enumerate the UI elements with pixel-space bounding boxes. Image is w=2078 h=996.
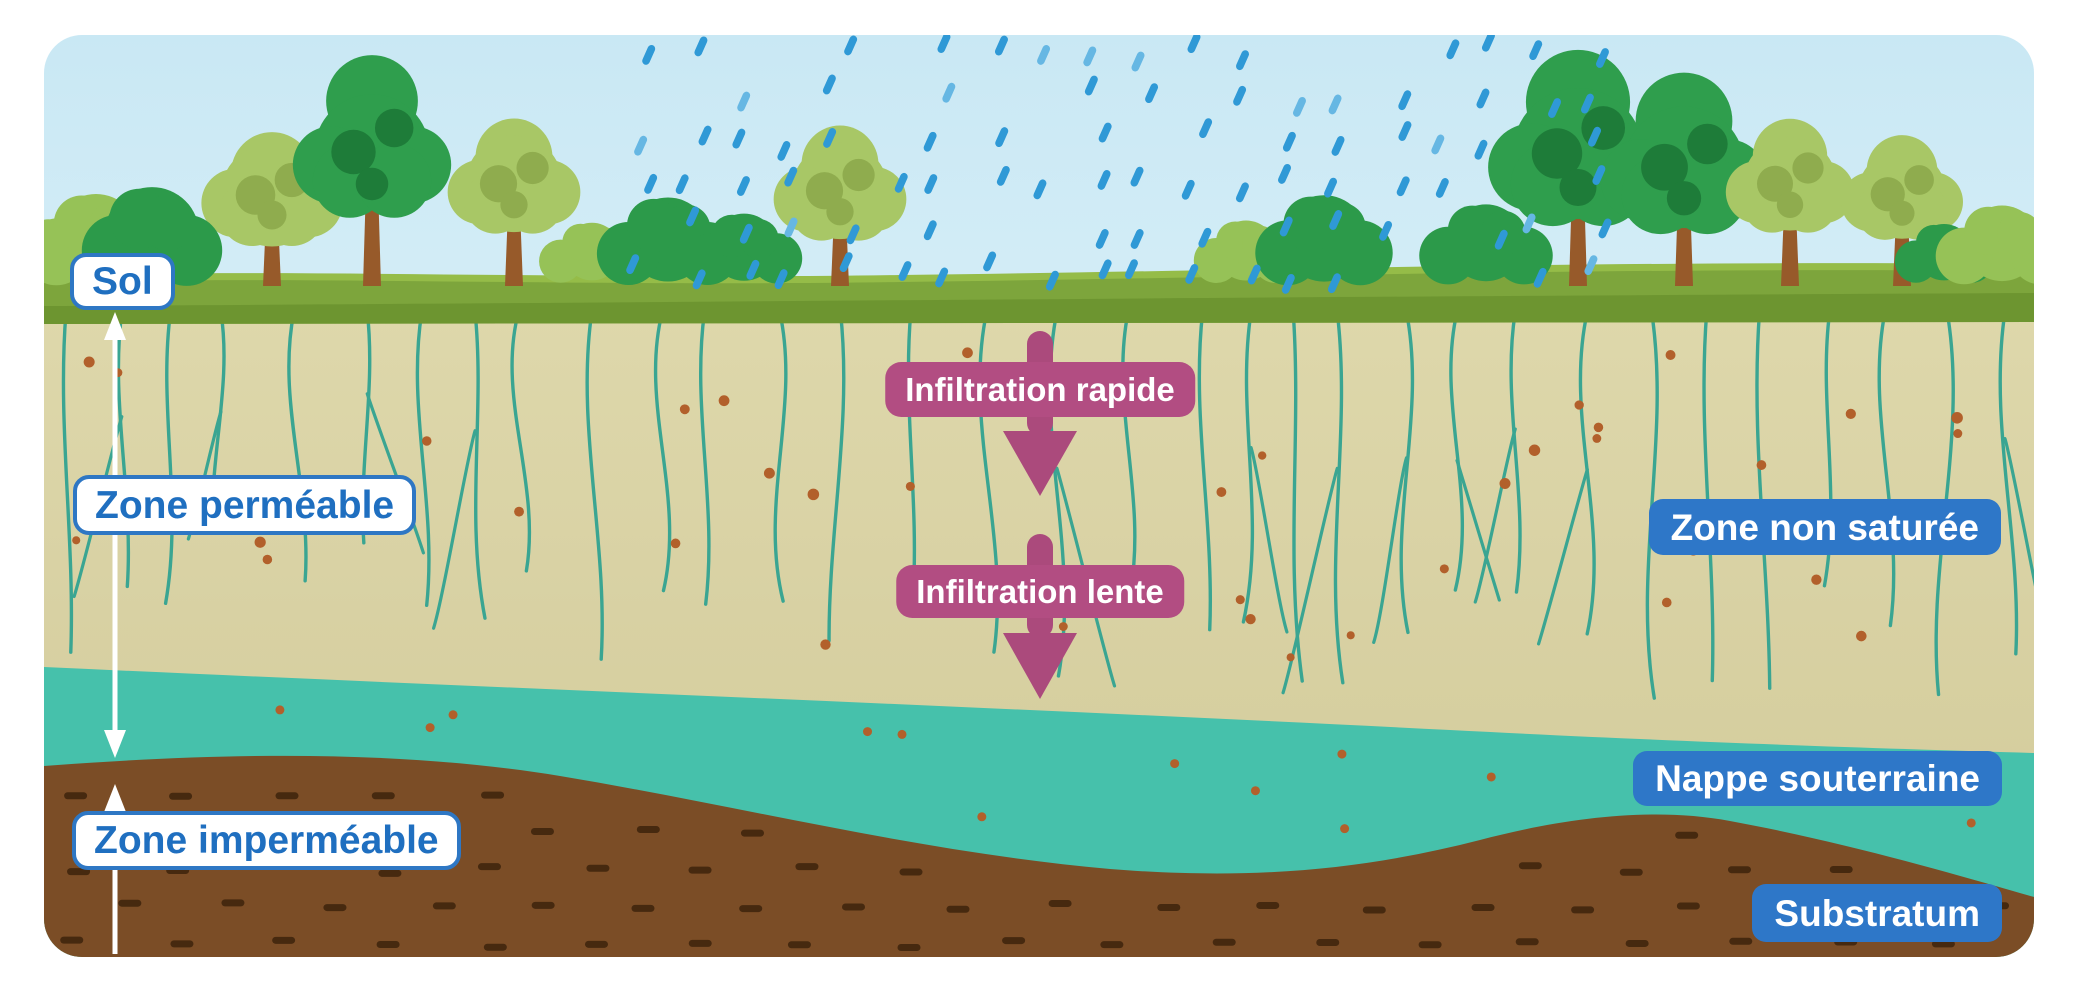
zone-permeable-arrow xyxy=(104,312,126,758)
label-substratum: Substratum xyxy=(1752,884,2002,942)
label-infiltration-lente: Infiltration lente xyxy=(896,565,1184,618)
label-nappe-souterraine: Nappe souterraine xyxy=(1633,751,2002,806)
trees-and-bushes xyxy=(44,49,2034,286)
rain-drops xyxy=(626,35,1612,294)
label-zone-non-saturee: Zone non saturée xyxy=(1648,499,2001,555)
label-sol: Sol xyxy=(70,253,175,310)
label-zone-permeable: Zone perméable xyxy=(73,475,417,535)
label-infiltration-rapide: Infiltration rapide xyxy=(885,362,1195,417)
label-zone-impermeable: Zone imperméable xyxy=(72,811,461,870)
scene xyxy=(44,35,2034,957)
substratum-dashes xyxy=(60,791,2010,951)
